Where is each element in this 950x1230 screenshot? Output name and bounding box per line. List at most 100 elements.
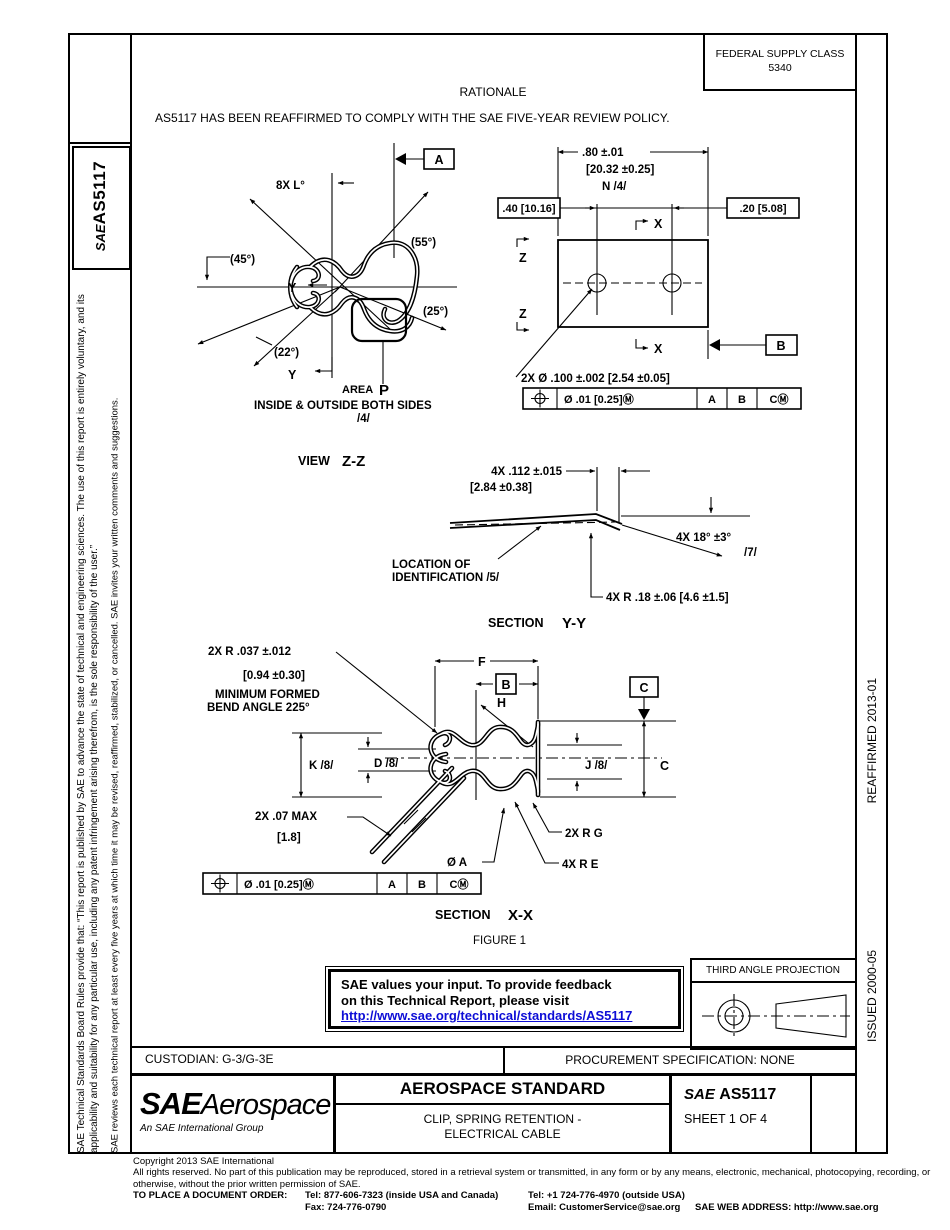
flag-note-7: /7/: [744, 547, 758, 559]
fcf-datum-b: B: [738, 394, 746, 406]
datum-c-flag: C: [629, 676, 659, 720]
page-frame: [68, 33, 888, 1154]
radius-e-label: 4X R E: [562, 859, 599, 871]
fcf-datum-c: CⓂ: [450, 877, 469, 891]
section-xx-label: X-X: [508, 907, 533, 924]
dim-07-label: 2X .07 MAX: [255, 811, 317, 823]
dim-20-label: .20 [5.08]: [739, 203, 786, 215]
sae-aerospace-logo: SAEAerospace An SAE International Group: [140, 1086, 333, 1134]
angle-18-label: 4X 18° ±3°: [676, 532, 732, 544]
fsc-label: FEDERAL SUPPLY CLASS: [715, 48, 845, 60]
view-x-top-label: X: [654, 217, 663, 231]
datum-b-flag: B: [707, 330, 798, 359]
angle-22-label: (22°): [274, 347, 299, 359]
end-view: A 8X L° (45°) (55°) (25°) (22°) Y Y AREA…: [197, 143, 457, 425]
order-label: TO PLACE A DOCUMENT ORDER:: [133, 1190, 288, 1201]
angle-55-label: (55°): [411, 237, 436, 249]
doc-type-underline: [336, 1103, 669, 1105]
titleblock-v3: [810, 1076, 812, 1152]
doc-subject-line-2: ELECTRICAL CABLE: [444, 1127, 561, 1141]
aerospace-logo-text: Aerospace: [200, 1089, 332, 1121]
order-fax: Fax: 724-776-0790: [305, 1202, 387, 1213]
titleblock-v2: [669, 1076, 672, 1152]
rights-text: All rights reserved. No part of this pub…: [133, 1167, 931, 1190]
feature-control-frame-top: Ø .01 [0.25]Ⓜ A B CⓂ: [522, 387, 802, 410]
rationale-title: RATIONALE: [459, 85, 527, 99]
sae-logo-tagline: An SAE International Group: [140, 1123, 264, 1134]
section-yy-label: Y-Y: [562, 615, 586, 632]
dim-80-label: .80 ±.01: [582, 147, 624, 159]
sae-logo: SAE: [140, 1086, 202, 1121]
feedback-link[interactable]: http://www.sae.org/technical/standards/A…: [341, 1008, 633, 1023]
dim-07-metric-label: [1.8]: [277, 832, 301, 844]
title-block-top-rule: [131, 1046, 856, 1048]
section-xx-view: 2X R .037 ±.012 [0.94 ±0.30] MINIMUM FOR…: [202, 646, 676, 947]
dim-c-label: C: [660, 759, 669, 773]
custodian-divider: [503, 1046, 505, 1075]
third-angle-projection-symbol: [702, 994, 850, 1040]
angle-25-label: (25°): [423, 306, 448, 318]
dim-f-label: F: [478, 655, 486, 669]
area-p-zone: [350, 297, 408, 343]
dim-j-label: J /8/: [585, 760, 608, 772]
right-column-rule: [855, 33, 857, 1152]
angle-45-label: (45°): [230, 254, 255, 266]
fcf-datum-b: B: [418, 879, 426, 891]
fsc-value: 5340: [768, 62, 792, 74]
dim-k-label: K /8/: [309, 760, 334, 772]
section-y-arrow-top-label: Y: [288, 281, 297, 295]
left-column-divider: [68, 142, 131, 144]
fcf-tolerance: Ø .01 [0.25]Ⓜ: [244, 877, 314, 891]
view-zz-word: VIEW: [298, 454, 330, 468]
dim-d-label: D /8/: [374, 758, 399, 770]
position-symbol: [531, 389, 549, 408]
min-formed-label-2: BEND ANGLE 225°: [207, 702, 310, 714]
doc-subject-line-1: CLIP, SPRING RETENTION -: [423, 1112, 582, 1126]
datum-a-flag: A: [395, 148, 455, 170]
section-y-arrow-bottom-label: Y: [288, 368, 297, 382]
area-label: AREA: [342, 384, 373, 396]
section-xx-word: SECTION: [435, 908, 491, 922]
area-p-label: P: [379, 382, 389, 399]
procurement-cell: PROCUREMENT SPECIFICATION: NONE: [565, 1053, 795, 1067]
flag-note-4: /4/: [357, 413, 371, 425]
titleblock-v1: [333, 1076, 336, 1152]
fcf-datum-c: CⓂ: [770, 392, 789, 406]
datum-a-label: A: [434, 153, 443, 167]
feedback-line-1: SAE values your input. To provide feedba…: [341, 977, 612, 992]
doc-type-title: AEROSPACE STANDARD: [399, 1079, 606, 1098]
sheet-number: SHEET 1 OF 4: [684, 1112, 768, 1126]
rationale-text: AS5117 HAS BEEN REAFFIRMED TO COMPLY WIT…: [155, 111, 670, 125]
side-doc-number-box: [72, 146, 131, 270]
top-view: .80 ±.01 [20.32 ±0.25] N /4/ .40 [10.16]…: [497, 147, 802, 410]
datum-b-label: B: [776, 339, 785, 353]
radius-037-label: 2X R .037 ±.012: [208, 646, 291, 658]
projection-header: THIRD ANGLE PROJECTION: [690, 958, 856, 983]
radius-g-label: 2X R G: [565, 828, 603, 840]
sae-logo-small: SAE: [684, 1086, 715, 1103]
custodian-row-rule: [131, 1073, 856, 1076]
feedback-line-2: on this Technical Report, please visit: [341, 992, 570, 1008]
custodian-cell: CUSTODIAN: G-3/G-3E: [145, 1052, 274, 1066]
figure-caption: FIGURE 1: [473, 935, 526, 947]
fcf-datum-a: A: [708, 394, 716, 406]
bend-count-label: 8X L°: [276, 180, 305, 192]
doc-number-cell: SAE AS5117 SHEET 1 OF 4: [684, 1086, 808, 1126]
order-email: Email: CustomerService@sae.org: [528, 1202, 681, 1213]
section-yy-view: VIEW Z-Z 4X .112 ±.015 [2.84 ±0.38] 4X 1…: [298, 453, 758, 632]
dim-40-label: .40 [10.16]: [502, 203, 556, 215]
order-tel-2: Tel: +1 724-776-4970 (outside USA): [528, 1190, 685, 1201]
hole-callout: 2X Ø .100 ±.002 [2.54 ±0.05]: [521, 373, 670, 385]
min-formed-label-1: MINIMUM FORMED: [215, 689, 320, 701]
fcf-datum-a: A: [388, 879, 396, 891]
location-of-label: LOCATION OF: [392, 559, 470, 571]
left-column-rule: [130, 33, 132, 1152]
dia-a-label: Ø A: [447, 857, 467, 869]
federal-supply-class-box: FEDERAL SUPPLY CLASS 5340: [703, 35, 855, 91]
copyright-line: Copyright 2013 SAE International: [133, 1156, 275, 1167]
feature-control-frame-bottom: Ø .01 [0.25]Ⓜ A B CⓂ: [202, 872, 482, 895]
doc-number: AS5117: [719, 1086, 777, 1103]
inside-outside-note: INSIDE & OUTSIDE BOTH SIDES: [254, 400, 432, 412]
view-zz-label: Z-Z: [342, 453, 365, 470]
